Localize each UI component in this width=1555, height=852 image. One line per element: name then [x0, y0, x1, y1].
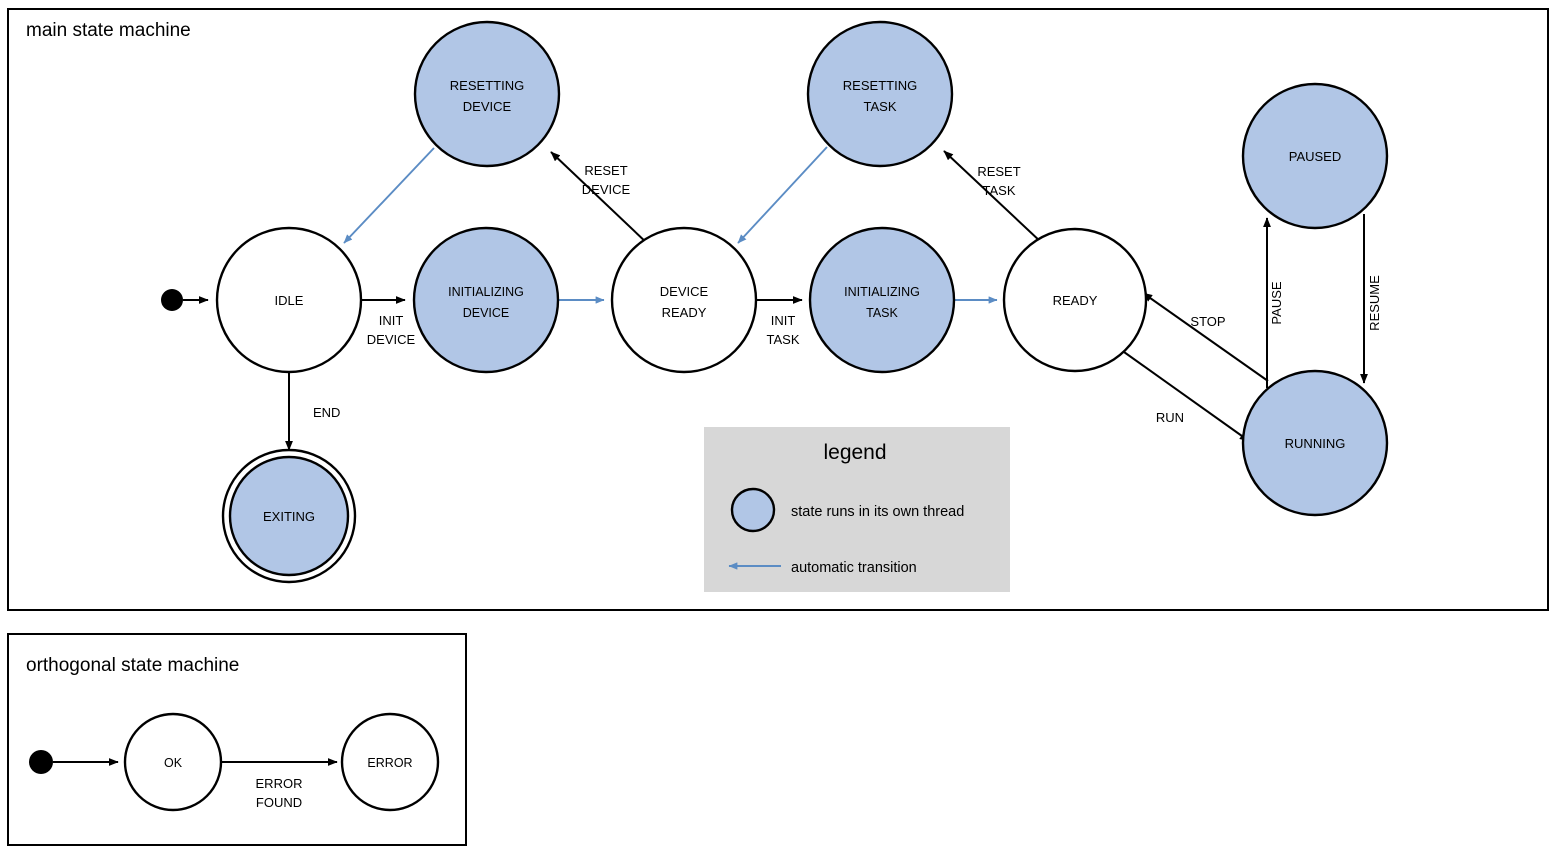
- legend-thread-swatch-icon: [730, 487, 776, 533]
- state-idle[interactable]: IDLE: [215, 226, 363, 374]
- transition-init-device: INIT DEVICE: [361, 296, 416, 347]
- state-exiting-label: EXITING: [263, 509, 315, 524]
- state-paused-shape[interactable]: [1241, 82, 1389, 230]
- state-running-shape[interactable]: [1241, 369, 1389, 517]
- state-device-ready-shape[interactable]: [610, 226, 758, 374]
- state-error-shape[interactable]: [340, 712, 440, 812]
- state-initializing-device[interactable]: INITIALIZING DEVICE: [412, 226, 560, 374]
- state-resetting-device-label-line1: RESETTING: [450, 78, 524, 93]
- state-initializing-task[interactable]: INITIALIZING TASK: [808, 226, 956, 374]
- state-ready-label: READY: [1053, 293, 1098, 308]
- state-device-ready-label-line1: DEVICE: [660, 284, 709, 299]
- state-ok[interactable]: OK: [123, 712, 223, 812]
- state-initializing-device-label-line2: DEVICE: [463, 306, 510, 320]
- state-device-ready[interactable]: DEVICE READY: [610, 226, 758, 374]
- state-initializing-task-shape[interactable]: [808, 226, 956, 374]
- edge-label-reset-task-line2: TASK: [983, 183, 1016, 198]
- transition-reset-device: RESET DEVICE: [550, 151, 650, 246]
- state-device-ready-label-line2: READY: [662, 305, 707, 320]
- edge-reset-device-auto: [343, 147, 435, 244]
- transition-reset-device-auto: [343, 147, 435, 244]
- edge-label-reset-device-line2: DEVICE: [582, 182, 631, 197]
- edge-reset-task-auto: [737, 146, 828, 244]
- state-resetting-task-label-line2: TASK: [864, 99, 897, 114]
- edge-label-reset-device-line1: RESET: [584, 163, 627, 178]
- edge-stop: [1142, 292, 1269, 382]
- state-initializing-task-label-line1: INITIALIZING: [844, 285, 920, 299]
- state-ok-shape[interactable]: [123, 712, 223, 812]
- edge-reset-device: [550, 151, 650, 246]
- state-resetting-task-shape[interactable]: [806, 20, 954, 168]
- orthogonal-initial-state-dot: [29, 750, 53, 774]
- transition-orthogonal-start-ok: [29, 750, 119, 774]
- orthogonal-frame-title: orthogonal state machine: [26, 655, 239, 676]
- state-ready[interactable]: READY: [1002, 227, 1148, 373]
- state-idle-label: IDLE: [275, 293, 304, 308]
- main-frame-title: main state machine: [26, 20, 191, 41]
- edge-label-init-device-line2: DEVICE: [367, 332, 416, 347]
- transition-start-idle: [161, 289, 209, 311]
- transition-error-found: ERROR FOUND: [222, 758, 338, 810]
- edge-label-reset-task-line1: RESET: [977, 164, 1020, 179]
- transition-reset-task-auto: [737, 146, 828, 244]
- transition-stop: STOP: [1142, 292, 1269, 382]
- edge-label-end: END: [313, 405, 340, 420]
- state-resetting-device[interactable]: RESETTING DEVICE: [413, 20, 561, 168]
- legend: legend state runs in its own thread auto…: [704, 427, 1010, 592]
- transition-end: END: [285, 372, 340, 451]
- state-initializing-device-shape[interactable]: [412, 226, 560, 374]
- transition-reset-task: RESET TASK: [943, 150, 1043, 244]
- edge-label-error-found-line1: ERROR: [256, 776, 303, 791]
- state-resetting-device-label-line2: DEVICE: [463, 99, 512, 114]
- transition-init-task: INIT TASK: [757, 296, 803, 347]
- initial-state-dot: [161, 289, 183, 311]
- edge-label-init-device-line1: INIT: [379, 313, 404, 328]
- edge-label-pause: PAUSE: [1269, 281, 1284, 324]
- transition-run: RUN: [1123, 351, 1250, 442]
- edge-label-init-task-line1: INIT: [771, 313, 796, 328]
- state-initializing-device-label-line1: INITIALIZING: [448, 285, 524, 299]
- state-initializing-task-label-line2: TASK: [866, 306, 898, 320]
- state-paused-label: PAUSED: [1289, 149, 1342, 164]
- state-resetting-task[interactable]: RESETTING TASK: [806, 20, 954, 168]
- state-error-label: ERROR: [367, 756, 412, 770]
- state-resetting-task-label-line1: RESETTING: [843, 78, 917, 93]
- transition-resume: RESUME: [1360, 214, 1382, 384]
- state-idle-shape[interactable]: [215, 226, 363, 374]
- edge-label-resume: RESUME: [1367, 275, 1382, 331]
- legend-thread-text: state runs in its own thread: [791, 504, 964, 520]
- edge-label-run: RUN: [1156, 410, 1184, 425]
- state-running[interactable]: RUNNING: [1241, 369, 1389, 517]
- edge-label-stop: STOP: [1190, 314, 1225, 329]
- state-exiting-shape[interactable]: [228, 455, 350, 577]
- state-ok-label: OK: [164, 756, 183, 770]
- state-resetting-device-shape[interactable]: [413, 20, 561, 168]
- state-paused[interactable]: PAUSED: [1241, 82, 1389, 230]
- state-running-label: RUNNING: [1285, 436, 1346, 451]
- legend-title: legend: [823, 441, 886, 464]
- edge-label-init-task-line2: TASK: [767, 332, 800, 347]
- transition-pause: PAUSE: [1263, 217, 1284, 388]
- state-error[interactable]: ERROR: [340, 712, 440, 812]
- legend-auto-text: automatic transition: [791, 560, 917, 576]
- edge-label-error-found-line2: FOUND: [256, 795, 302, 810]
- state-exiting[interactable]: EXITING: [221, 448, 357, 584]
- state-ready-shape[interactable]: [1002, 227, 1148, 373]
- edge-run: [1123, 351, 1250, 442]
- edge-reset-task: [943, 150, 1043, 244]
